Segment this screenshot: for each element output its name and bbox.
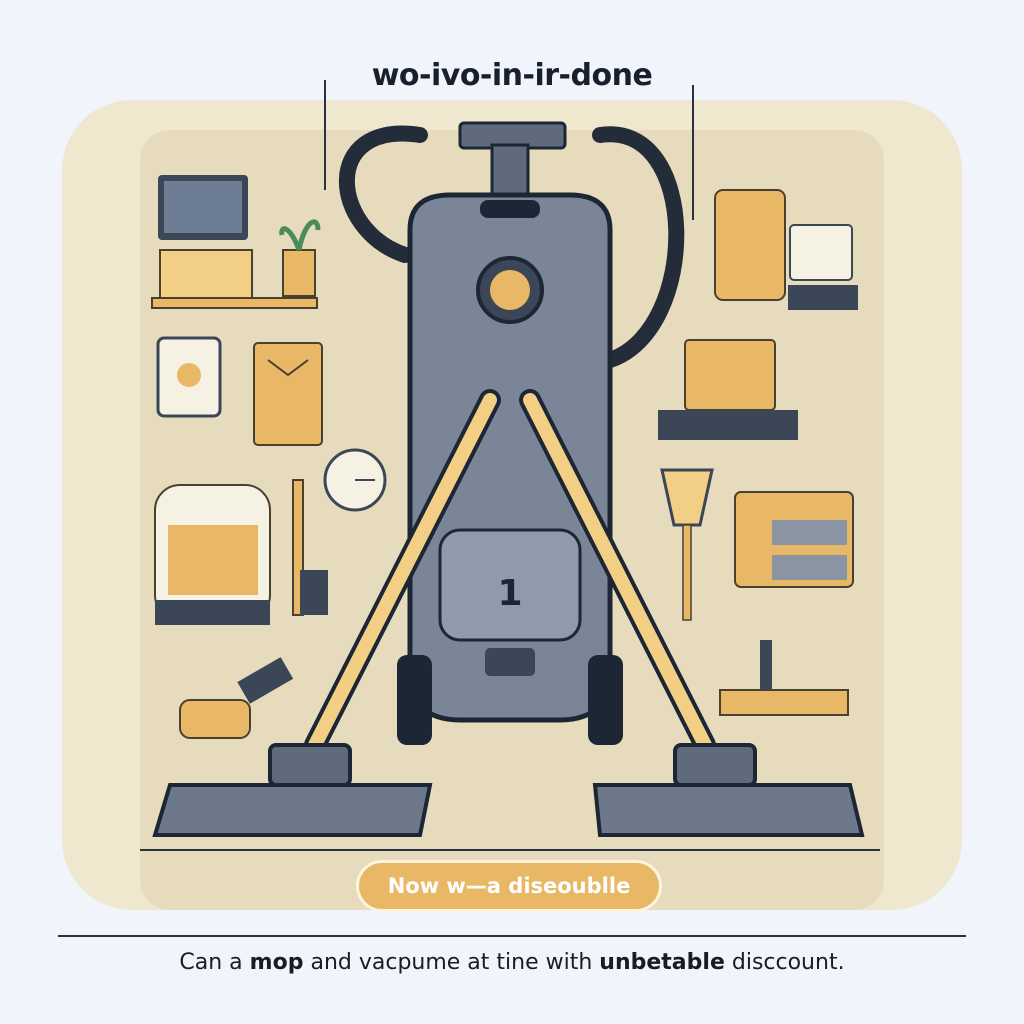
tablet-icon [156, 336, 222, 418]
laptop-icon [658, 339, 798, 440]
cleaning-kit-icon [714, 189, 858, 310]
caption-text: Can a [179, 950, 250, 975]
document-icon [253, 342, 323, 446]
right-mop-head [592, 743, 865, 837]
left-mop-head [152, 743, 433, 837]
caption-bold-unbetable: unbetable [599, 950, 725, 975]
discount-badge[interactable]: Now w—a diseoublle [356, 860, 662, 912]
plant-icon [279, 219, 321, 297]
floor-cleaner-icon [719, 640, 849, 716]
caption-bold-mop: mop [249, 950, 304, 975]
cabinet-icon [734, 491, 854, 588]
brush-icon [292, 479, 328, 616]
vacuum-number-label: 1 [497, 573, 522, 614]
caption-text: and vacpume at tine with [303, 950, 600, 975]
small-cleaner-icon [179, 657, 294, 739]
caption-text: disccount. [724, 950, 845, 975]
vacuum-body [397, 192, 623, 745]
monitor-icon [151, 175, 318, 309]
backpack-vacuum-icon [154, 484, 271, 625]
scraper-icon [660, 468, 714, 621]
divider [58, 935, 966, 937]
clock-icon [323, 448, 387, 512]
caption: Can a mop and vacpume at tine with unbet… [0, 950, 1024, 975]
vacuum-hose [338, 125, 685, 368]
page-title: wo-ivo-in-ir-done [371, 58, 653, 93]
